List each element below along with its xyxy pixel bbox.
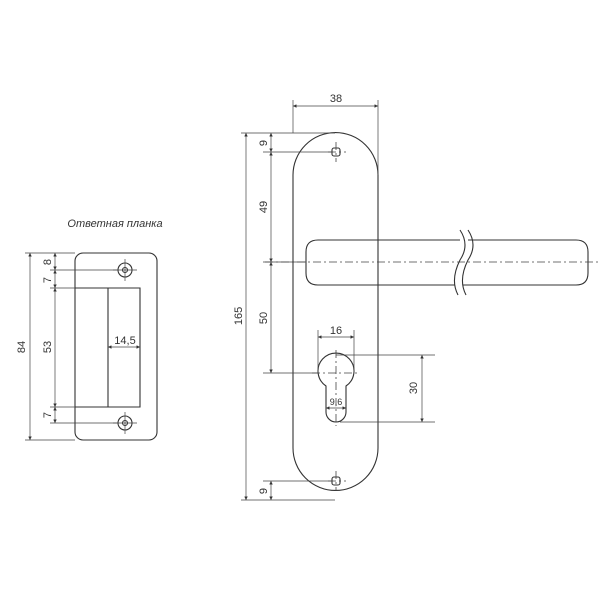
dim-30: 30: [408, 382, 420, 394]
dim-16: 16: [330, 325, 342, 337]
dim-7-top: 7: [42, 277, 54, 283]
dim-8: 8: [42, 259, 54, 265]
dim-49: 49: [258, 201, 270, 213]
dim-50: 50: [258, 312, 270, 324]
dim-7-bottom: 7: [42, 412, 54, 418]
dim-38: 38: [330, 93, 342, 105]
strike-slot: [75, 287, 141, 408]
dim-14-5: 14,5: [114, 335, 135, 347]
dim-9-6: 9,6: [330, 397, 343, 407]
strike-plate-title: Ответная планка: [67, 218, 162, 230]
dim-9-top: 9: [258, 140, 270, 146]
backplate-outline: [292, 132, 379, 491]
handle-plate: 38 165 9 49 50 9 16 30 9,6: [233, 93, 598, 501]
dim-84: 84: [16, 341, 28, 353]
dim-165: 165: [233, 307, 245, 325]
break-lines: [453, 229, 474, 296]
strike-plate: Ответная планка 84 8 7 53 7 14,5: [16, 218, 163, 441]
dim-9-bottom: 9: [258, 488, 270, 494]
strike-plate-outline: [74, 252, 158, 441]
dim-53: 53: [42, 341, 54, 353]
lever-handle: [305, 239, 589, 286]
